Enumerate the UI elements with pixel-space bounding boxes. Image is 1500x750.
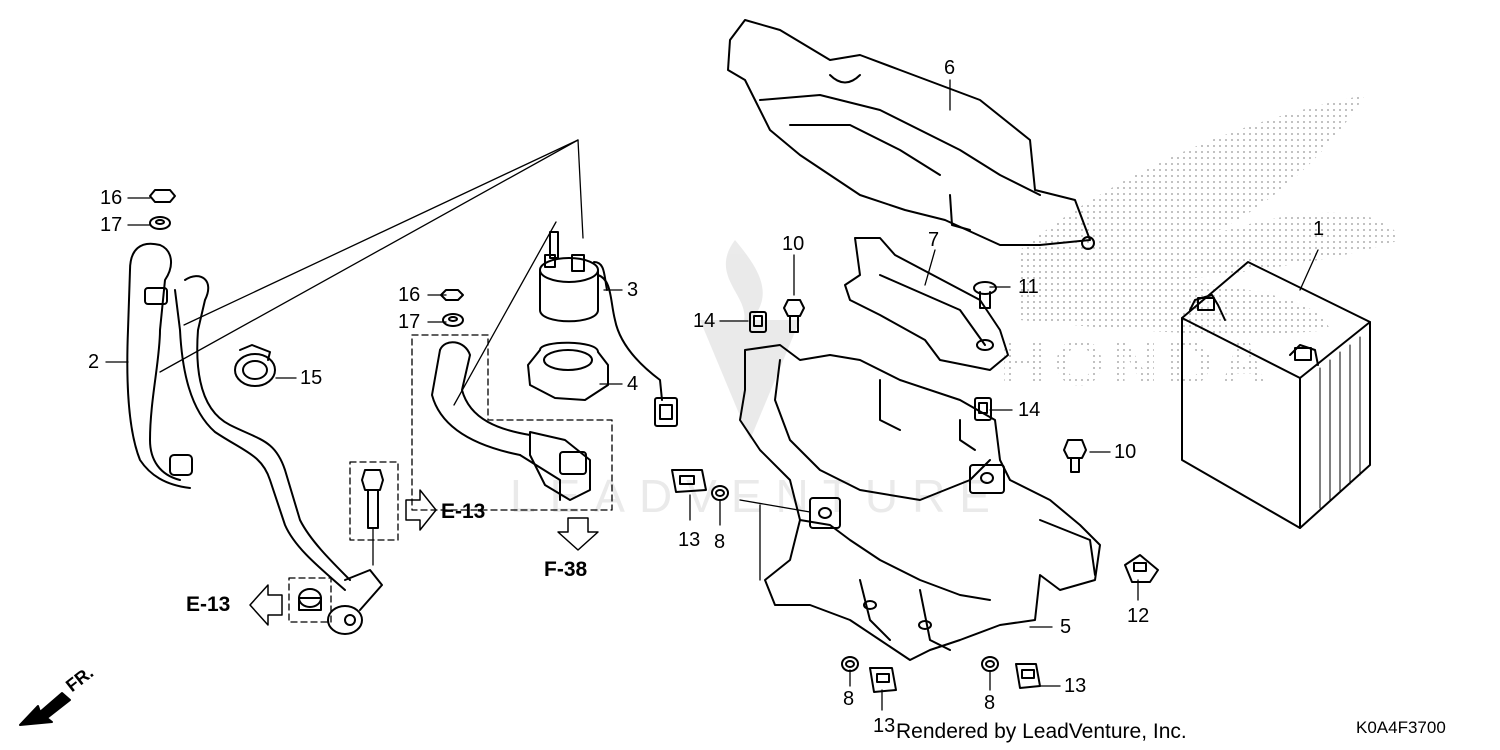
diagram-code: K0A4F3700 <box>1356 718 1446 737</box>
callout-8-bottom-left: 8 <box>843 688 855 710</box>
callout-10-right: 10 <box>1114 441 1137 463</box>
ref-f38[interactable]: F-38 <box>544 558 588 581</box>
clip-12 <box>1124 554 1159 583</box>
rubber-mount-4 <box>527 341 609 401</box>
callout-10-top: 10 <box>782 233 805 255</box>
callout-17-middle: 17 <box>398 311 421 333</box>
ref-e13-right[interactable]: E-13 <box>441 500 486 523</box>
callout-8-left: 8 <box>714 531 726 553</box>
washer-17-middle <box>442 313 464 327</box>
clamp-15 <box>234 344 276 387</box>
ref-e13-left[interactable]: E-13 <box>186 593 231 616</box>
washer-17-left <box>149 216 171 230</box>
callout-13-left: 13 <box>678 529 701 551</box>
callout-3: 3 <box>627 279 639 301</box>
callout-12: 12 <box>1127 605 1150 627</box>
callout-17-left: 17 <box>100 214 123 236</box>
cable-assembly <box>431 341 591 501</box>
grommet-8-left <box>711 485 729 501</box>
battery-cable-2 <box>126 242 383 635</box>
screw-11 <box>973 281 997 309</box>
render-credit: Rendered by LeadVenture, Inc. <box>896 720 1187 743</box>
bracket-7 <box>844 237 1009 371</box>
callout-7: 7 <box>928 229 940 251</box>
grommet-8-bottom-right <box>981 656 999 672</box>
ref-arrow-f38-down <box>557 517 599 551</box>
starter-relay-3 <box>539 231 678 427</box>
callout-2: 2 <box>88 351 100 373</box>
bolt-10-right <box>1063 439 1087 473</box>
cable-dashed-box <box>411 334 613 511</box>
collar-box <box>288 577 332 623</box>
bolt-10-top <box>783 299 805 333</box>
callout-13-bottom: 13 <box>873 715 896 737</box>
callout-11: 11 <box>1018 276 1039 298</box>
callout-16-left: 16 <box>100 187 123 209</box>
grommet-8-bottom-left <box>841 656 859 672</box>
callout-15: 15 <box>300 367 323 389</box>
callout-8-bottom-right: 8 <box>984 692 996 714</box>
ref-arrow-e13-left <box>249 584 283 626</box>
clip-nut-13-right <box>1015 663 1041 689</box>
watermark: LEADVENTURE <box>510 240 990 522</box>
callout-5: 5 <box>1060 616 1072 638</box>
callout-14-right: 14 <box>1018 399 1041 421</box>
bolt-box <box>349 461 399 566</box>
callout-14-left: 14 <box>693 310 716 332</box>
clip-nut-13-left <box>671 469 707 493</box>
clip-14-left <box>749 311 767 333</box>
callout-6: 6 <box>944 57 956 79</box>
callout-4: 4 <box>627 373 639 395</box>
nut-16-middle <box>440 289 464 301</box>
callout-16-middle: 16 <box>398 284 421 306</box>
svg-text:HONDA: HONDA <box>1000 327 1275 399</box>
battery-1 <box>1181 261 1371 529</box>
callout-1: 1 <box>1313 218 1325 240</box>
leader-lines <box>105 79 1319 711</box>
callout-13-right: 13 <box>1064 675 1087 697</box>
front-direction-arrow <box>19 692 71 726</box>
clip-nut-13-bottom <box>869 667 897 693</box>
battery-box-5 <box>739 344 1101 661</box>
ref-arrow-e13-right <box>405 489 437 531</box>
cover-6 <box>727 19 1095 250</box>
nut-16-left <box>149 189 176 203</box>
